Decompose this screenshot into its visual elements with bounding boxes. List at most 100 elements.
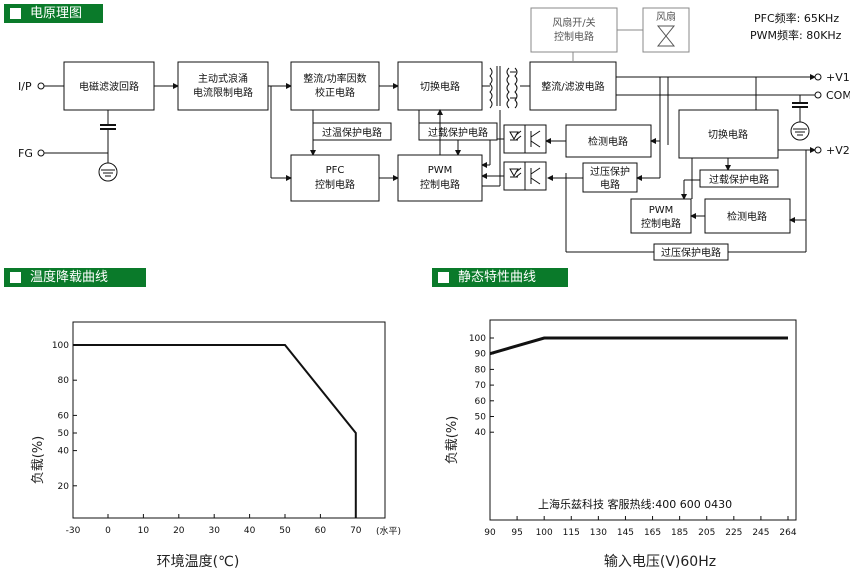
static-series-line	[489, 336, 788, 356]
detect-label-2: 检测电路	[727, 210, 767, 223]
inrush-limit-block	[177, 61, 269, 111]
fan-icon	[656, 25, 676, 47]
static-x-tick-label: 145	[617, 528, 634, 538]
fan-control-block	[530, 7, 618, 53]
overvoltage-protect-block-1	[582, 162, 638, 193]
static-x-tick-label: 165	[644, 528, 661, 538]
over-temp-protect-block	[312, 122, 392, 141]
derating-x-tick-label: 30	[208, 526, 220, 536]
emi-filter-label: 电磁滤波回路	[79, 80, 139, 93]
static-x-tick-label: 225	[725, 528, 742, 538]
overvoltage-protect-label-1b: 电路	[600, 178, 620, 191]
switching-label-2: 切换电路	[708, 128, 748, 141]
overvoltage-protect-label-1a: 过压保护	[590, 165, 630, 178]
derating-x-tick-label: 40	[244, 526, 256, 536]
block-diagram: PFC频率: 65KHz PWM频率: 80KHz I/P FG 电磁滤波回路 …	[18, 7, 850, 261]
derating-x-tick-label: 0	[105, 526, 111, 536]
square-icon	[10, 272, 21, 283]
rectifier-pfc-label-1: 整流/功率因数	[303, 72, 366, 85]
over-temp-protect-label: 过温保护电路	[322, 126, 382, 139]
detect-block-1	[565, 124, 652, 158]
derating-x-tick-label: 50	[279, 526, 291, 536]
terminal-v1	[814, 73, 822, 81]
static-x-tick-label: 245	[752, 528, 769, 538]
static-y-tick-label: 60	[475, 397, 487, 407]
rectifier-pfc-block	[290, 61, 380, 111]
static-x-tick-label: 130	[590, 528, 607, 538]
pfc-control-label-1: PFC	[326, 165, 345, 176]
derating-x-tick-label: -30	[66, 526, 81, 536]
derating-x-unit: (水平)	[376, 525, 401, 537]
derating-y-tick-label: 80	[58, 376, 70, 386]
square-icon	[438, 272, 449, 283]
overload-protect-block-2	[699, 169, 779, 188]
pwm-freq-label: PWM频率: 80KHz	[750, 28, 842, 42]
derating-y-tick-label: 50	[58, 429, 70, 439]
terminal-com	[814, 91, 822, 99]
derating-x-tick-label: 20	[173, 526, 185, 536]
derating-y-tick-label: 100	[52, 341, 69, 351]
static-watermark: 上海乐兹科技 客服热线:400 600 0430	[538, 497, 732, 511]
derating-xlabel: 环境温度(℃)	[157, 554, 240, 570]
terminal-v1-label: +V1	[826, 71, 850, 84]
derating-x-tick-label: 70	[350, 526, 362, 536]
pwm-control-block-1	[397, 154, 483, 202]
inrush-label-1: 主动式浪涌	[198, 72, 248, 85]
earth-ground-icon	[790, 121, 810, 141]
rectifier-filter-label: 整流/滤波电路	[541, 80, 604, 93]
overload-protect-label-2: 过载保护电路	[709, 173, 769, 186]
static-plot-area	[489, 319, 797, 521]
static-y-tick-label: 90	[475, 350, 487, 360]
square-icon	[10, 8, 21, 19]
derating-x-tick-label: 10	[138, 526, 150, 536]
derating-plot-area	[72, 321, 386, 519]
section-title: 电原理图	[30, 6, 83, 21]
pfc-control-block	[290, 154, 380, 202]
terminal-ip	[37, 82, 45, 90]
fan-control-label-1: 风扇开/关	[552, 16, 595, 29]
static-x-tick-label: 90	[484, 528, 496, 538]
terminal-com-label: COM	[826, 89, 850, 102]
fan-control-label-2: 控制电路	[554, 30, 594, 43]
static-x-tick-label: 205	[698, 528, 715, 538]
overload-protect-label-1: 过载保护电路	[428, 126, 488, 139]
switching-block-1	[397, 61, 483, 111]
rectifier-filter-block	[529, 61, 617, 111]
detect-block-2	[704, 198, 791, 234]
static-x-tick-label: 185	[671, 528, 688, 538]
switching-block-2	[678, 109, 779, 159]
static-xlabel: 输入电压(V)60Hz	[604, 554, 716, 570]
terminal-v2-label: +V2	[826, 144, 850, 157]
derating-x-tick-label: 60	[315, 526, 327, 536]
inrush-label-2: 电流限制电路	[193, 86, 253, 99]
optocoupler-icon	[503, 161, 547, 191]
section-header-static: 静态特性曲线	[432, 268, 568, 287]
terminal-fg-label: FG	[18, 147, 33, 160]
earth-ground-icon	[98, 162, 118, 182]
derating-y-tick-label: 60	[58, 411, 70, 421]
terminal-fg	[37, 149, 45, 157]
pwm-label-2a: PWM	[649, 205, 674, 216]
static-y-tick-label: 100	[469, 334, 486, 344]
transformer-icon	[489, 66, 518, 109]
static-y-tick-label: 50	[475, 413, 487, 423]
static-x-tick-label: 95	[511, 528, 522, 538]
section-title: 静态特性曲线	[458, 270, 537, 285]
terminal-ip-label: I/P	[18, 80, 32, 93]
pfc-freq-label: PFC频率: 65KHz	[754, 11, 839, 25]
section-header-block-diagram: 电原理图	[4, 4, 103, 23]
switching-label-1: 切换电路	[420, 80, 460, 93]
static-y-tick-label: 40	[475, 428, 487, 438]
static-x-tick-label: 264	[779, 528, 796, 538]
fan-label: 风扇	[656, 10, 676, 23]
pwm-label-2b: 控制电路	[641, 217, 681, 230]
static-y-tick-label: 70	[475, 381, 487, 391]
static-x-tick-label: 100	[536, 528, 553, 538]
optocoupler-icon	[503, 124, 547, 154]
pwm-control-label-1b: 控制电路	[420, 178, 460, 191]
detect-label-1: 检测电路	[588, 135, 628, 148]
